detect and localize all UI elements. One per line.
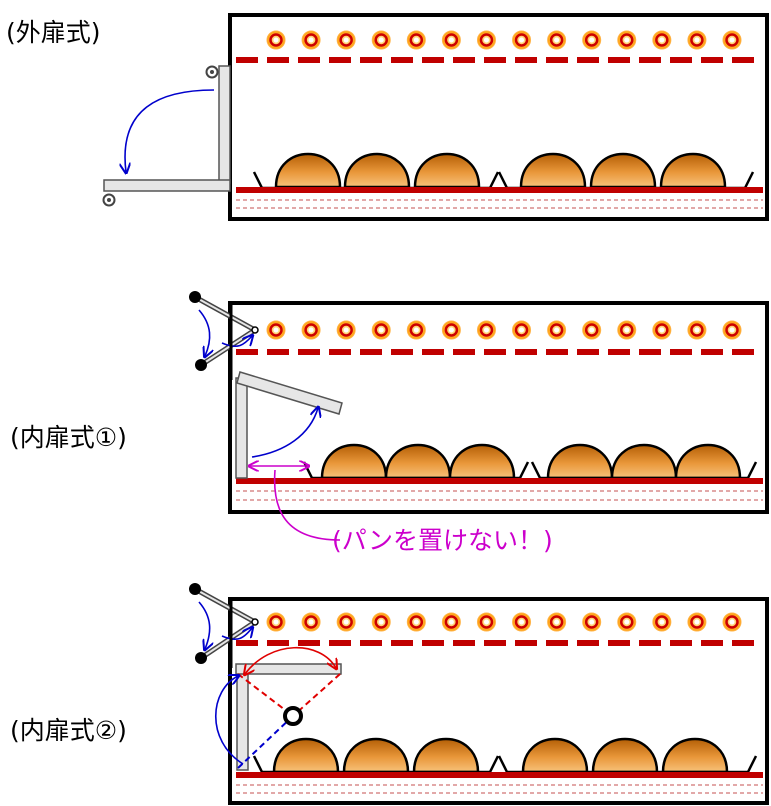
- heater-coil-icon: [512, 30, 532, 50]
- bread-loaf-icon: [659, 152, 727, 189]
- heater-coil-icon: [301, 30, 321, 50]
- bread-loaf-icon: [591, 737, 659, 774]
- heater-coils-top: [266, 30, 742, 50]
- door-swing-arrow: [125, 89, 215, 172]
- pivot-point-icon: [283, 706, 303, 726]
- heater-coil-icon: [406, 612, 426, 632]
- bread-loaf-icon: [272, 737, 340, 774]
- oven-inner-door-1: [189, 291, 769, 541]
- door-lever-handle: [189, 583, 259, 664]
- bread-loaf-icon: [412, 737, 480, 774]
- bread-loaf-icon: [661, 737, 729, 774]
- pivot-guide-line: [237, 715, 294, 769]
- heater-coil-icon: [512, 320, 532, 340]
- heater-coil-icon: [617, 30, 637, 50]
- oven-inner-door-2: [189, 583, 769, 805]
- bread-loaf-icon: [342, 737, 410, 774]
- door-swing-arrow: [214, 676, 244, 765]
- heater-coil-icon: [687, 320, 707, 340]
- lever-swing-arrow: [198, 601, 210, 649]
- bread-loaves: [272, 737, 729, 774]
- door-closed-position: [235, 377, 248, 479]
- bread-loaf-icon: [519, 152, 587, 189]
- door-closed-position: [236, 669, 249, 771]
- handle-knob-icon: [189, 583, 201, 595]
- label-outer-door: (外扉式): [6, 18, 101, 47]
- door-open-position: [103, 179, 231, 192]
- heater-coil-icon: [336, 612, 356, 632]
- label-no-bread-note: (パンを置けない！): [332, 526, 553, 555]
- heater-coil-icon: [476, 320, 496, 340]
- heater-coil-icon: [266, 320, 286, 340]
- heater-coil-icon: [547, 320, 567, 340]
- bread-loaf-icon: [674, 443, 742, 480]
- heater-coil-icon: [652, 320, 672, 340]
- heater-coil-icon: [266, 30, 286, 50]
- door-swing-arrow-red: [245, 646, 336, 674]
- oven-outer-door: [102, 13, 769, 221]
- heater-coil-icon: [687, 30, 707, 50]
- door-swing-arrow: [251, 408, 318, 458]
- bread-loaf-icon: [448, 443, 516, 480]
- door-lever-handle: [189, 291, 259, 371]
- heater-coil-icon: [582, 320, 602, 340]
- heater-coil-icon: [406, 320, 426, 340]
- heater-coil-icon: [301, 320, 321, 340]
- heater-coil-icon: [371, 612, 391, 632]
- bread-loaf-icon: [589, 152, 657, 189]
- heater-coil-icon: [722, 30, 742, 50]
- handle-knob-icon: [189, 291, 201, 303]
- heater-coil-icon: [441, 612, 461, 632]
- heater-coils-top: [266, 320, 742, 340]
- bread-loaves: [320, 443, 742, 480]
- heater-coil-icon: [371, 30, 391, 50]
- heater-coil-icon: [547, 30, 567, 50]
- bread-loaf-icon: [274, 152, 342, 189]
- pivot-guide-line: [292, 673, 341, 717]
- heater-coil-icon: [582, 612, 602, 632]
- note-leader-line: [273, 469, 341, 541]
- heater-coil-icon: [652, 612, 672, 632]
- heater-coil-icon: [722, 320, 742, 340]
- bread-loaf-icon: [413, 152, 481, 189]
- handle-knob-icon: [195, 359, 207, 371]
- pivot-guide-line: [237, 673, 294, 717]
- label-inner-door-1: (内扉式①): [10, 423, 127, 452]
- heater-coil-icon: [476, 30, 496, 50]
- heater-coils-top: [266, 612, 742, 632]
- heater-coil-icon: [266, 612, 286, 632]
- heater-coil-icon: [547, 612, 567, 632]
- heater-coil-icon: [687, 612, 707, 632]
- heater-coil-icon: [301, 612, 321, 632]
- heater-coil-icon: [441, 30, 461, 50]
- heater-coil-icon: [371, 320, 391, 340]
- heater-coil-icon: [652, 30, 672, 50]
- heater-coil-icon: [476, 612, 496, 632]
- bread-loaves: [274, 152, 727, 189]
- door-closed-position: [218, 65, 231, 184]
- heater-coil-icon: [406, 30, 426, 50]
- lever-swing-arrow: [198, 309, 210, 356]
- heater-coil-icon: [336, 320, 356, 340]
- label-inner-door-2: (内扉式②): [10, 716, 127, 745]
- heater-coil-icon: [617, 320, 637, 340]
- door-open-position: [236, 371, 343, 415]
- heater-coil-icon: [336, 30, 356, 50]
- heater-coil-icon: [617, 612, 637, 632]
- bread-loaf-icon: [343, 152, 411, 189]
- handle-knob-icon: [195, 652, 207, 664]
- heater-coil-icon: [512, 612, 532, 632]
- heater-coil-icon: [441, 320, 461, 340]
- heater-coil-icon: [582, 30, 602, 50]
- heater-coil-icon: [722, 612, 742, 632]
- bread-loaf-icon: [521, 737, 589, 774]
